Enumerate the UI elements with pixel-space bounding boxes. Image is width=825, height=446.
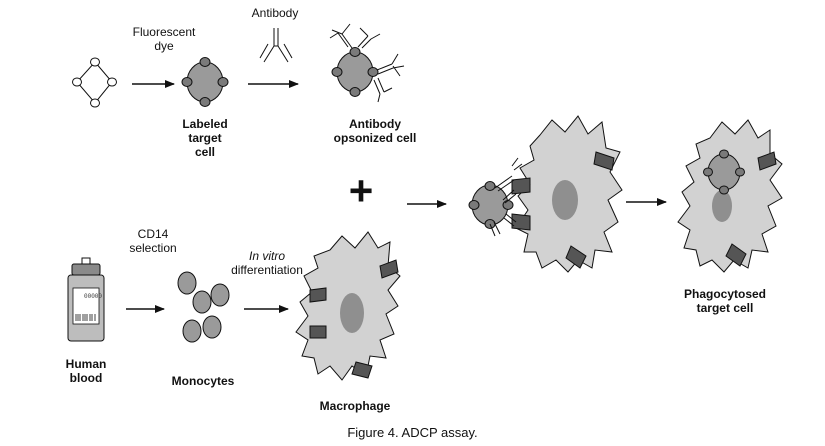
unlabeled-target-cell (72, 57, 117, 108)
fluorescent-dye-line1: Fluorescent (132, 25, 196, 39)
in-vitro-line1: In vitro (248, 249, 285, 263)
antibody-opsonized-cell (329, 23, 405, 103)
bound-opsonized-cell (468, 157, 523, 237)
macrophage-binding (511, 115, 623, 273)
fluorescent-dye-label: Fluorescent dye (116, 25, 212, 53)
monocytes-label: Monocytes (171, 374, 235, 388)
antibody-icon (259, 28, 293, 63)
macrophage-label: Macrophage (319, 399, 391, 413)
labeled-target-cell-line1: Labeled (182, 117, 228, 131)
figure-caption: Figure 4. ADCP assay. (347, 425, 478, 440)
antibody-opsonized-cell-label: Antibody opsonized cell (310, 117, 440, 145)
monocytes-cluster (177, 271, 230, 343)
labeled-target-cell-label: Labeled target cell (165, 117, 245, 159)
human-blood-label: Human blood (56, 357, 116, 385)
fluorescent-dye-line2: dye (154, 39, 174, 53)
phagocytosed-line1: Phagocytosed (683, 287, 767, 301)
monocyte (192, 290, 212, 314)
monocyte (210, 283, 230, 307)
phagocytosed-line2: target cell (696, 301, 754, 315)
phagocytosing-macrophage (677, 119, 783, 273)
plus-sign: + (349, 167, 374, 214)
monocyte (182, 319, 202, 343)
macrophage-cell (295, 231, 401, 381)
phagocytosed-target-cell-label: Phagocytosed target cell (670, 287, 780, 315)
macrophage-nucleus (340, 293, 364, 333)
phagocytosed-nucleus (712, 190, 732, 222)
blood-tube-icon (67, 257, 105, 342)
labeled-target-cell-line2: target (188, 131, 222, 145)
labeled-target-cell (181, 57, 229, 107)
macrophage-nucleus (552, 180, 578, 220)
antibody-label: Antibody (251, 6, 299, 20)
antibody-opsonized-line1: Antibody (349, 117, 401, 131)
human-blood-line2: blood (69, 371, 103, 385)
monocyte (177, 271, 197, 295)
cd14-selection-line2: selection (129, 241, 177, 255)
cd14-selection-line1: CD14 (137, 227, 169, 241)
antibody-opsonized-line2: opsonized cell (333, 131, 417, 145)
in-vitro-differentiation-label: In vitro differentiation (222, 249, 312, 277)
tube-code-label: 00000 (84, 293, 103, 300)
cd14-selection-label: CD14 selection (118, 227, 188, 255)
in-vitro-line2: differentiation (231, 263, 303, 277)
monocyte (202, 315, 222, 339)
labeled-target-cell-line3: cell (194, 145, 215, 159)
human-blood-line1: Human (65, 357, 107, 371)
